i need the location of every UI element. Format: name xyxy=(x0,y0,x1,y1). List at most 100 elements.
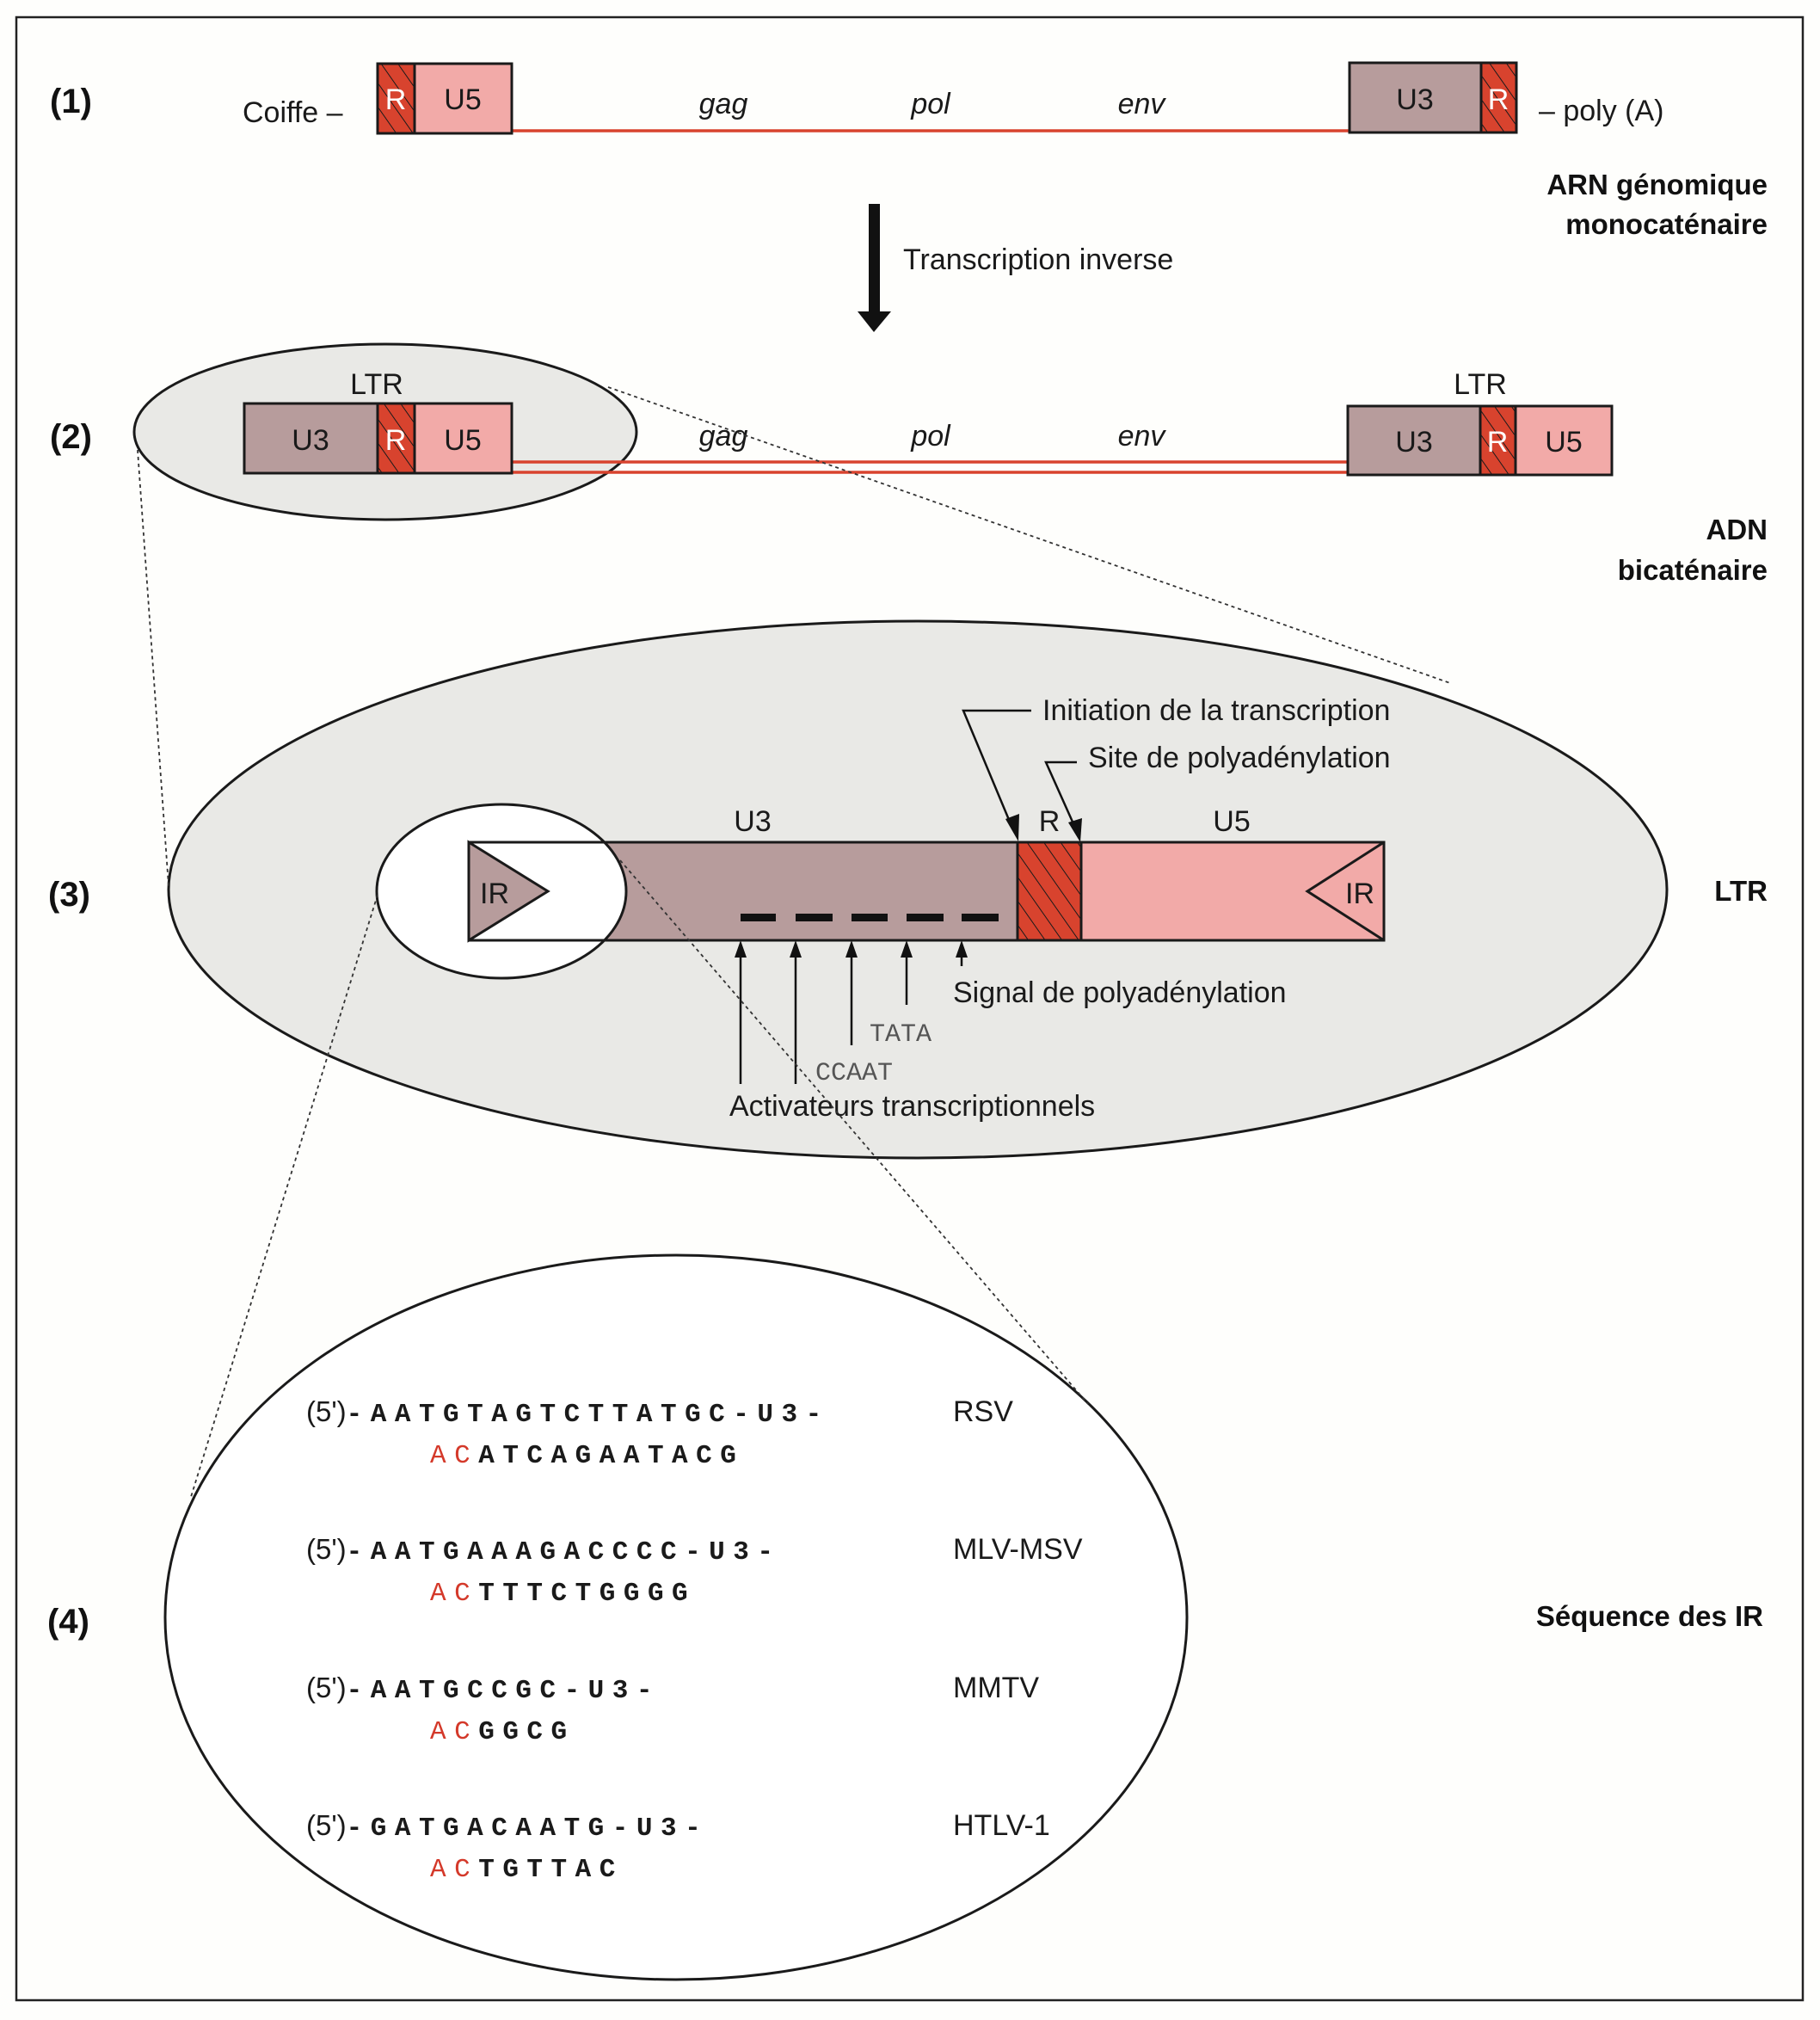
sequence-text: TGTTAC xyxy=(478,1855,624,1885)
rna-type-label-2: monocaténaire xyxy=(1565,208,1768,240)
reverse-transcription-label: Transcription inverse xyxy=(903,243,1173,276)
initiation-arrow xyxy=(962,709,1031,841)
sequence-list: (5')-AATGTAGTCTTATGC-U3-ACATCAGAATACGRSV… xyxy=(306,1395,1083,1885)
sequence-line-1: (5')-AATGAAAGACCCC-U3- xyxy=(306,1533,782,1567)
virus-label: RSV xyxy=(953,1395,1013,1428)
r-region xyxy=(1479,404,1517,477)
reverse-transcription-step: Transcription inverse xyxy=(858,204,1173,332)
zoom-guide-line xyxy=(619,859,1089,1405)
ir-right-label: IR xyxy=(1345,878,1374,910)
u5-label: U5 xyxy=(444,424,481,457)
sequence-text: TTTCTGGGG xyxy=(478,1579,696,1609)
element-dash xyxy=(852,914,888,921)
gene-gag: gag xyxy=(699,420,748,453)
step-1-rna: (1) Coiffe – R U5 gag pol env U3 R – pol… xyxy=(50,61,1768,240)
ir-sequence-side-label: Séquence des IR xyxy=(1536,1600,1763,1632)
virus-label: MMTV xyxy=(953,1672,1039,1704)
down-arrow-icon xyxy=(858,204,891,332)
sequence-line-2: ACTGTTAC xyxy=(430,1855,624,1885)
ltr-side-label: LTR xyxy=(1714,875,1768,907)
ir-sequence-ellipse xyxy=(163,1253,1189,1981)
ltr-label-left: LTR xyxy=(350,368,403,401)
step-4-ir-sequences: (4) Séquence des IR (5')-AATGTAGTCTTATGC… xyxy=(47,1253,1763,1981)
cap-label: Coiffe – xyxy=(243,96,343,129)
step-4-number: (4) xyxy=(47,1603,89,1641)
polya-site-label: Site de polyadénylation xyxy=(1088,742,1391,774)
step-2-dna: (2) LTR U3 R U5 gag pol env LTR U3 R U5 … xyxy=(50,342,1768,586)
step-1-number: (1) xyxy=(50,83,92,120)
ir-left-triangle xyxy=(467,840,550,943)
promoter-elements xyxy=(741,914,999,921)
u5-region xyxy=(413,62,513,135)
element-dash xyxy=(796,914,833,921)
element-dash xyxy=(962,914,999,921)
r-region xyxy=(1016,841,1083,942)
sequence-row: (5')-AATGAAAGACCCC-U3- ACTTTCTGGGG MLV-MSV xyxy=(306,1533,1083,1609)
polya-label: – poly (A) xyxy=(1539,95,1664,127)
five-prime-prefix: (5') xyxy=(306,1533,347,1565)
gene-env: env xyxy=(1118,420,1167,453)
u5-region xyxy=(1514,404,1614,477)
activator-arrow xyxy=(735,940,747,1084)
u5-label: U5 xyxy=(1213,805,1250,838)
sequence-row: (5')-AATGTAGTCTTATGC-U3- ACATCAGAATACG RSV xyxy=(306,1395,1013,1471)
u3-label: U3 xyxy=(292,424,329,457)
ir-right-triangle xyxy=(1305,841,1385,942)
gene-env: env xyxy=(1118,88,1167,120)
sequence-line-1: (5')-AATGCCGC-U3- xyxy=(306,1672,661,1706)
virus-label: HTLV-1 xyxy=(953,1809,1050,1842)
element-dash xyxy=(741,914,776,921)
r-label: R xyxy=(385,424,407,457)
u3-label: U3 xyxy=(734,805,771,838)
u3-label: U3 xyxy=(1395,426,1432,459)
sequence-line-2: ACGGCG xyxy=(430,1717,575,1747)
u5-label: U5 xyxy=(444,83,481,116)
step-3-ltr-detail: (3) IR IR U3 R U5 Initiation de la trans… xyxy=(48,694,1768,1123)
zoom-guide-line xyxy=(137,449,169,887)
dna-type-label-2: bicaténaire xyxy=(1618,554,1768,586)
sequence-line-1: (5')-GATGACAATG-U3- xyxy=(306,1809,709,1844)
r-label: R xyxy=(1039,805,1061,838)
u5-label: U5 xyxy=(1545,426,1582,459)
ltr-label-right: LTR xyxy=(1454,368,1507,401)
r-label: R xyxy=(1488,83,1509,116)
ir-left-label: IR xyxy=(480,878,509,910)
element-dash xyxy=(907,914,944,921)
ac-highlight: AC xyxy=(430,1717,478,1747)
sequence-text: GGCG xyxy=(478,1717,575,1747)
polya-site-arrow xyxy=(1044,761,1082,842)
sequence-text: ATCAGAATACG xyxy=(478,1441,744,1471)
u3-region xyxy=(1348,61,1483,134)
polya-signal-label: Signal de polyadénylation xyxy=(953,976,1287,1009)
zoom-guide-line xyxy=(607,386,1451,684)
sequence-row: (5')-GATGACAATG-U3- ACTGTTAC HTLV-1 xyxy=(306,1809,1050,1885)
ac-highlight: AC xyxy=(430,1579,478,1609)
r-label: R xyxy=(385,83,407,116)
u3-label: U3 xyxy=(1396,83,1433,116)
ccaat-arrow xyxy=(845,940,858,1045)
rna-type-label-1: ARN génomique xyxy=(1546,169,1768,200)
virus-label: MLV-MSV xyxy=(953,1533,1083,1566)
gene-gag: gag xyxy=(699,88,748,120)
r-region xyxy=(1479,61,1518,134)
zoom-guide-line xyxy=(190,894,378,1498)
sequence-line-2: ACATCAGAATACG xyxy=(430,1441,744,1471)
activator-arrow xyxy=(790,940,802,1084)
sequence-text: -AATGTAGTCTTATGC-U3- xyxy=(347,1400,830,1430)
ccaat-label: CCAAT xyxy=(815,1059,893,1088)
sequence-text: -AATGAAAGACCCC-U3- xyxy=(347,1537,782,1567)
u5-region xyxy=(413,402,513,475)
dna-type-label-1: ADN xyxy=(1706,514,1768,545)
five-prime-prefix: (5') xyxy=(306,1672,347,1703)
tata-label: TATA xyxy=(870,1020,932,1050)
gene-pol: pol xyxy=(910,420,951,453)
r-label: R xyxy=(1487,426,1509,459)
ac-highlight: AC xyxy=(430,1441,478,1471)
sequence-line-1: (5')-AATGTAGTCTTATGC-U3- xyxy=(306,1395,830,1430)
sequence-line-2: ACTTTCTGGGG xyxy=(430,1579,696,1609)
polya-signal-arrow xyxy=(956,940,968,966)
five-prime-prefix: (5') xyxy=(306,1395,347,1427)
u5-region xyxy=(1079,841,1386,942)
